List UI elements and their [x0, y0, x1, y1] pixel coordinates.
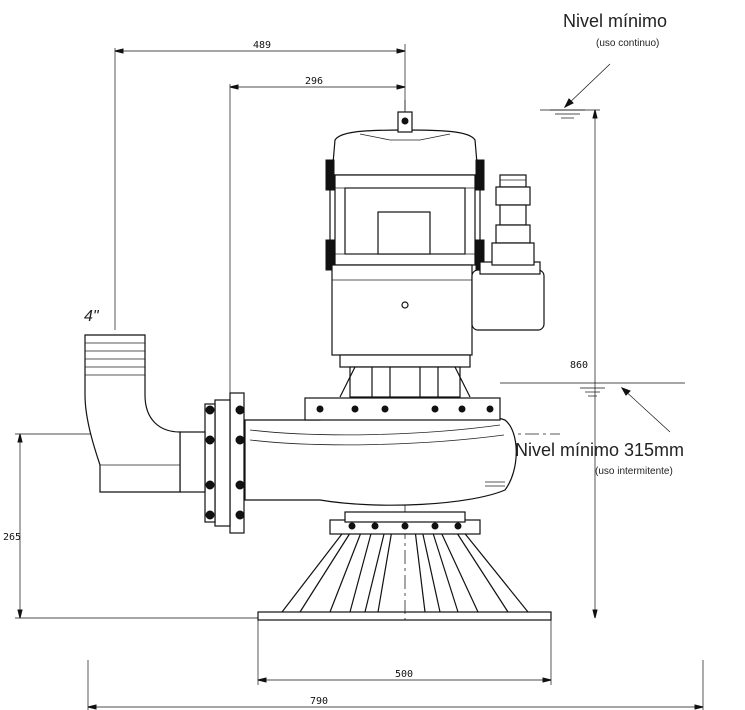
motor-body	[325, 111, 545, 398]
min-level-intermittent-label: Nivel mínimo 315mm	[515, 440, 684, 460]
labels: Nivel mínimo (uso continuo) Nivel mínimo…	[3, 11, 684, 707]
dimension-500: 500	[395, 669, 413, 680]
dimension-860: 860	[570, 360, 588, 371]
outlet-size-label: 4"	[84, 308, 100, 325]
min-level-continuous-label: Nivel mínimo	[563, 11, 667, 31]
min-level-intermittent-note: (uso intermitente)	[595, 466, 673, 477]
water-level-intermittent	[500, 382, 685, 433]
base-stand	[257, 511, 552, 621]
volute-housing	[244, 397, 517, 506]
water-level-continuous	[550, 63, 611, 119]
discharge-flange	[179, 392, 245, 534]
dimension-489: 489	[253, 40, 271, 51]
dimension-265: 265	[3, 532, 21, 543]
dimension-790: 790	[310, 696, 328, 707]
min-level-continuous-note: (uso continuo)	[596, 38, 659, 49]
hose-elbow	[84, 334, 181, 493]
dimension-296: 296	[305, 76, 323, 87]
